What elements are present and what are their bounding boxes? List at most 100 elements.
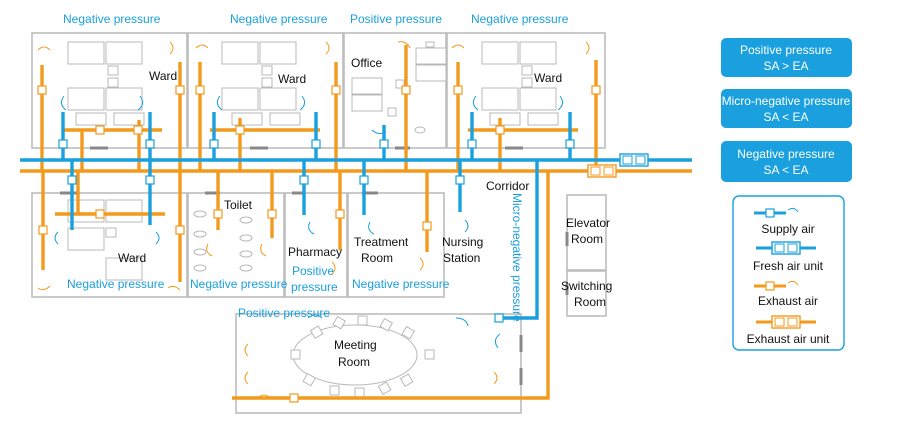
damper — [213, 209, 223, 219]
legend-key-frame — [732, 195, 845, 351]
sink — [489, 112, 521, 126]
chair — [401, 325, 416, 340]
damper — [311, 139, 321, 149]
chair — [379, 317, 394, 332]
bed — [105, 87, 143, 111]
bed — [259, 41, 297, 65]
damper — [467, 139, 477, 149]
pressure-label-treatment: Negative pressure — [352, 277, 450, 291]
room-label-treatment-2: Room — [361, 251, 393, 265]
desk — [351, 94, 383, 112]
toilet-fixture — [193, 210, 207, 218]
pressure-label-meeting: Positive pressure — [238, 306, 330, 320]
bed — [67, 41, 105, 65]
valves — [37, 85, 601, 403]
bed — [259, 87, 297, 111]
chair — [399, 373, 414, 388]
chair — [309, 325, 324, 340]
nightstand — [105, 227, 117, 238]
damper — [95, 209, 105, 219]
pressure-label-toilet: Negative pressure — [190, 277, 288, 291]
damper — [145, 139, 155, 149]
room-label-elevator-1: Elevator — [566, 216, 610, 230]
room-label-ward-1: Ward — [149, 69, 177, 83]
exhaust-air-unit — [587, 164, 617, 178]
room-label-ward-3: Ward — [534, 71, 562, 85]
damper — [209, 139, 219, 149]
legend-key-supply-air: Supply air — [761, 222, 814, 236]
damper — [67, 175, 77, 185]
pressure-label-ward-4: Negative pressure — [67, 277, 165, 291]
legend-badge-negative — [721, 141, 852, 182]
toilet-fixture — [193, 230, 207, 238]
legend-badge-negative-line2: SA < EA — [763, 163, 808, 177]
fan-icon — [774, 243, 785, 253]
supply-meeting-branch — [497, 160, 539, 320]
toilet-fixture — [193, 248, 207, 256]
sink — [231, 112, 263, 126]
room-label-toilet: Toilet — [224, 198, 253, 212]
damper — [455, 175, 465, 185]
room-label-office: Office — [351, 56, 382, 70]
pressure-label-pharmacy-2: pressure — [291, 280, 338, 294]
nightstand — [261, 65, 273, 76]
legend-badge-negative-line1: Negative pressure — [737, 147, 835, 161]
sink — [527, 112, 559, 126]
exhaust-meeting-branch — [232, 171, 550, 400]
damper — [289, 393, 299, 403]
room-label-elevator-2: Room — [571, 232, 603, 246]
airflow-icon — [787, 207, 799, 213]
damper — [565, 139, 575, 149]
fan-icon — [590, 166, 601, 176]
pressure-label-ward-3: Negative pressure — [471, 12, 569, 26]
damper — [422, 221, 432, 231]
bed — [481, 87, 519, 111]
bed — [105, 257, 143, 281]
damper — [267, 209, 277, 219]
pressure-label-pharmacy-1: Positive — [292, 264, 334, 278]
damper-icon — [765, 208, 775, 218]
damper — [38, 225, 48, 235]
pressure-label-ward-1: Negative pressure — [63, 12, 161, 26]
fan-icon — [774, 317, 785, 327]
legend-badge-positive-line1: Positive pressure — [740, 43, 832, 57]
chair — [387, 107, 397, 117]
bed — [481, 41, 519, 65]
room-labels: Ward Ward Office Ward Ward Toilet Pharma… — [118, 56, 612, 369]
airflow-icon — [787, 280, 799, 286]
chair — [377, 381, 392, 396]
legend-badge-micro-negative-line1: Micro-negative pressure — [722, 94, 851, 108]
chair — [425, 41, 435, 48]
bed — [221, 87, 259, 111]
room-label-pharmacy: Pharmacy — [288, 245, 342, 259]
fan-icon — [787, 317, 798, 327]
pressure-label-corridor: Micro-negative pressure — [510, 193, 524, 322]
room-label-ward-4: Ward — [118, 251, 146, 265]
fresh-air-unit — [619, 153, 649, 167]
toilet-fixture — [414, 126, 426, 134]
damper — [95, 125, 105, 135]
damper — [145, 175, 155, 185]
legend-badge-micro-negative — [721, 89, 852, 128]
chair — [290, 349, 301, 360]
pressure-label-office: Positive pressure — [350, 12, 442, 26]
desk — [351, 77, 383, 95]
legend-key-exhaust-air: Exhaust air — [758, 294, 818, 308]
nightstand — [107, 65, 119, 76]
toilet-fixture — [239, 264, 253, 272]
damper — [495, 125, 505, 135]
room-label-switching-1: Switching — [561, 279, 612, 293]
damper — [299, 175, 309, 185]
legend-badge-positive — [721, 38, 852, 77]
legend-badge-positive-line2: SA > EA — [763, 59, 808, 73]
chair — [329, 385, 340, 396]
damper — [359, 175, 369, 185]
damper — [133, 125, 143, 135]
legend-key: Supply air Fresh air unit Exhaust air Ex… — [732, 195, 845, 351]
damper — [591, 85, 601, 95]
toilet-fixture — [239, 234, 253, 242]
supply-air-ducts — [20, 112, 692, 320]
bed — [67, 87, 105, 111]
damper — [401, 85, 411, 95]
